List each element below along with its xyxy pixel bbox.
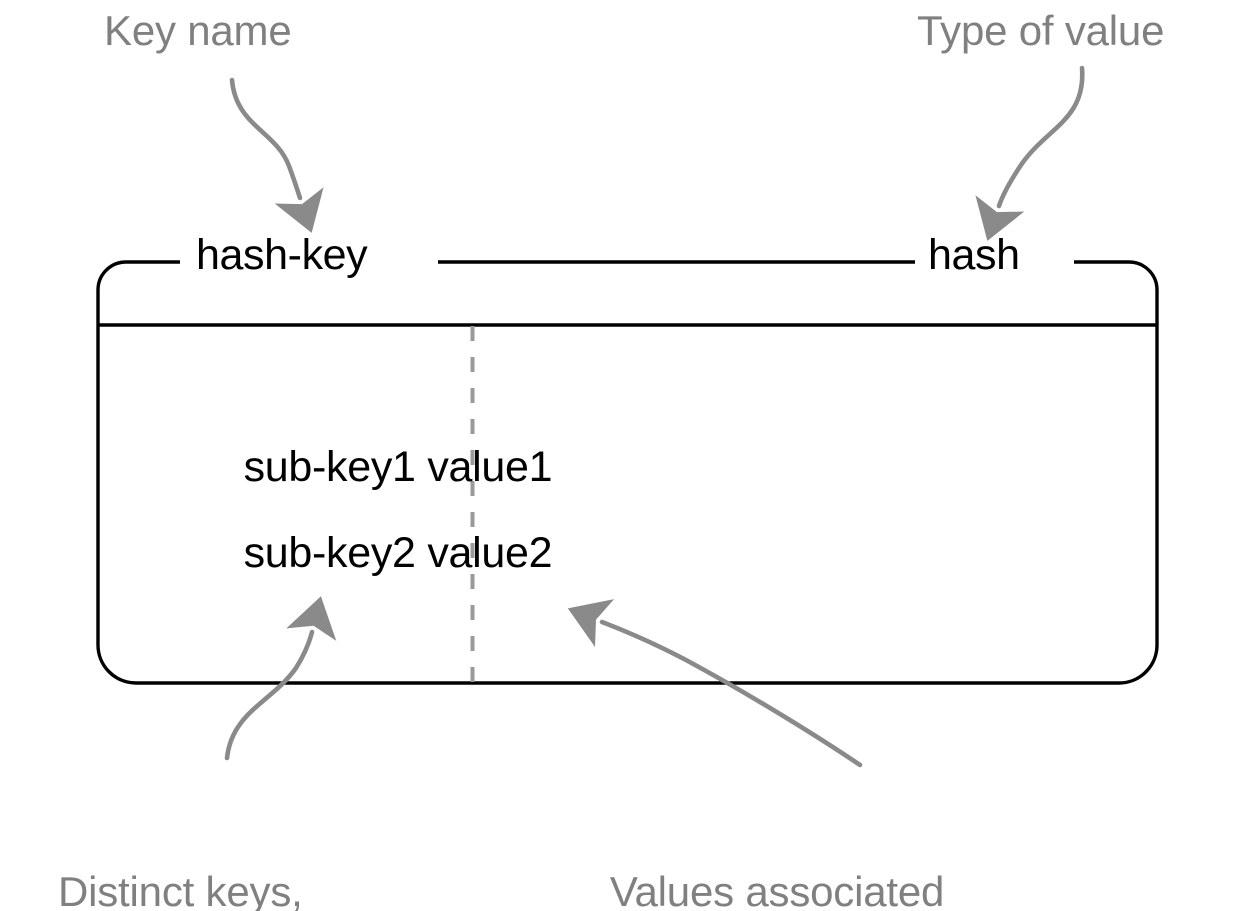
curved-arrow-down-icon-key-name — [229, 77, 324, 233]
curved-arrow-up-icon-distinct-keys — [224, 596, 337, 761]
hash-row: sub-key1 value1 — [197, 398, 553, 537]
annotation-distinct-keys: Distinct keys, undefined order — [58, 778, 349, 911]
hash-row-value: value2 — [427, 529, 553, 578]
curved-arrow-up-left-icon-values — [567, 599, 863, 768]
hash-row-value: value1 — [427, 443, 553, 492]
hash-row-gap — [416, 529, 428, 577]
hash-type-legend: hash — [928, 231, 1020, 279]
hash-key-legend: hash-key — [196, 231, 368, 279]
curved-arrow-down-icon-type-of-value — [975, 65, 1085, 241]
hash-container-outline — [96, 260, 1159, 685]
hash-row: sub-key2 value2 — [197, 484, 553, 623]
annotation-type-of-value: Type of value — [917, 7, 1165, 54]
annotation-key-name: Key name — [104, 7, 292, 54]
annotation-distinct-keys-line1: Distinct keys, — [58, 867, 303, 911]
hash-row-key: sub-key2 — [243, 529, 416, 578]
annotation-values-line1: Values associated — [609, 867, 945, 911]
hash-row-key: sub-key1 — [243, 443, 416, 492]
annotation-values-associated: Values associated with the keys — [562, 778, 992, 911]
